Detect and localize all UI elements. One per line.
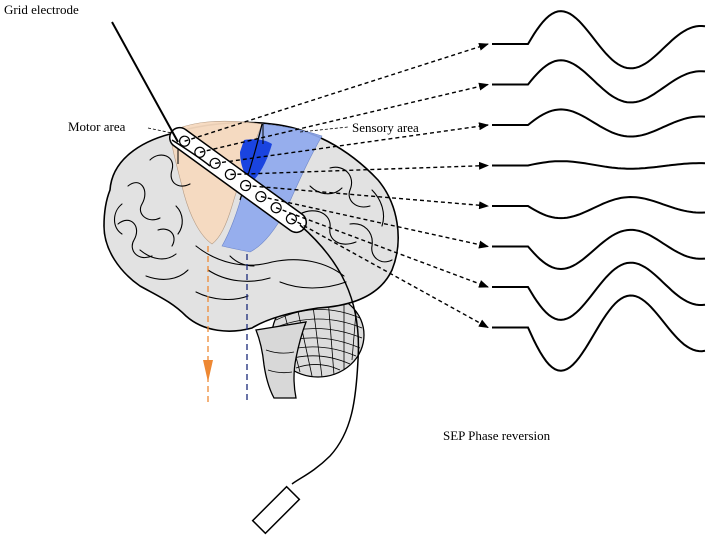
motor-area-pointer <box>148 128 172 133</box>
sep-waveform <box>492 109 705 136</box>
sep-waveform <box>492 230 705 269</box>
sensory-area-pointer <box>300 127 348 132</box>
motor-area-label: Motor area <box>68 119 125 135</box>
sep-waveform <box>492 197 705 218</box>
electrode-connector <box>253 487 300 534</box>
motor-axis-arrowhead <box>203 360 213 382</box>
grid-electrode-label: Grid electrode <box>4 2 79 18</box>
sep-waveform <box>492 161 705 169</box>
sep-waveform <box>492 263 705 320</box>
sep-waveforms <box>492 11 705 371</box>
signal-arrow <box>200 85 488 153</box>
sep-waveform <box>492 11 705 68</box>
sensory-area-label: Sensory area <box>352 120 419 136</box>
sep-waveform <box>492 296 705 371</box>
sep-phase-reversion-label: SEP Phase reversion <box>443 428 550 444</box>
sep-waveform <box>492 60 705 102</box>
